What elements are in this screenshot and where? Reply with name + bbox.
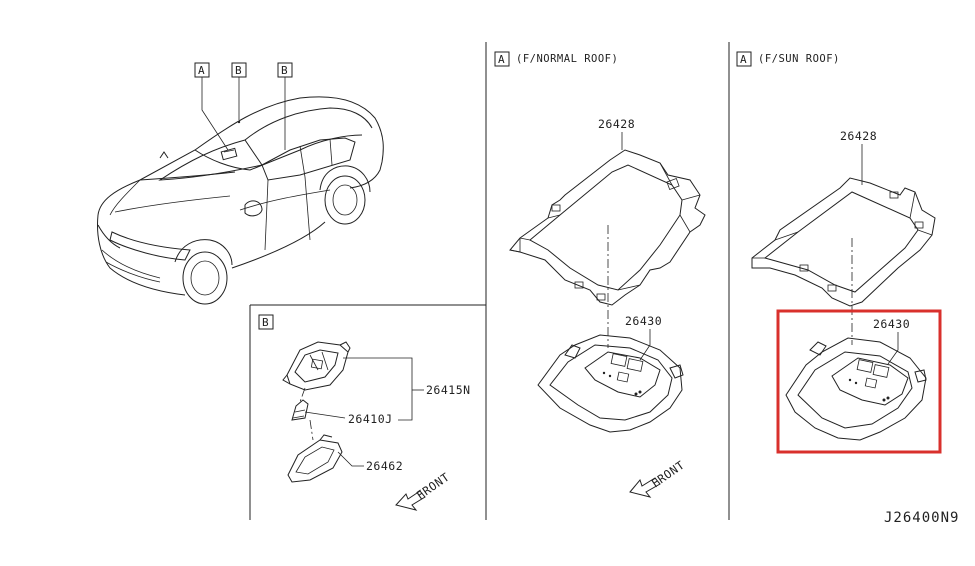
lamp-housing-26415n[interactable] [282,341,351,391]
panel-dividers [249,42,730,520]
svg-text:A: A [198,64,205,77]
svg-text:B: B [281,64,288,77]
part-label-26462: 26462 [366,459,403,473]
normal-roof-title: (F/NORMAL ROOF) [516,53,618,65]
part-label-26430-normal: 26430 [625,314,662,328]
front-label-detail-b: FRONT [414,470,452,503]
svg-text:A: A [740,53,747,66]
lens-cover-26462[interactable] [287,434,343,483]
roof-frame-26428-normal[interactable] [509,149,706,306]
car-body [97,96,384,305]
svg-text:B: B [262,316,269,329]
highlight-box-26430[interactable] [776,309,942,454]
part-label-26410j: 26410J [348,412,393,426]
panel-normal-roof: A (F/NORMAL ROOF) 26428 [494,51,706,498]
diagram-code: J26400N9 [884,510,959,526]
roof-frame-26428-sun[interactable] [751,177,936,307]
callout-a-car[interactable]: A [194,62,210,78]
callout-b-car-2[interactable]: B [277,62,293,78]
svg-text:B: B [235,64,242,77]
callout-a-sun-roof[interactable]: A [736,51,752,67]
sun-roof-title: (F/SUN ROOF) [758,53,840,65]
callout-a-normal-roof[interactable]: A [494,51,510,67]
bulb-26410j[interactable] [291,399,309,421]
part-label-26428-sun: 26428 [840,129,877,143]
front-arrow-normal-roof: FRONT [629,458,687,498]
panel-sun-roof: A (F/SUN ROOF) 26428 [736,51,959,526]
part-label-26428-normal: 26428 [598,117,635,131]
part-label-26430-sun: 26430 [873,317,910,331]
roof-console-26430-sun[interactable] [785,337,927,441]
front-label-normal-roof: FRONT [649,458,687,491]
front-arrow-detail-b: FRONT [395,470,452,511]
panel-detail-b: B 26415N 26410J [258,314,471,511]
car-overview: A B B [97,62,384,305]
svg-text:A: A [498,53,505,66]
callout-b-car-1[interactable]: B [231,62,247,78]
roof-console-26430-normal[interactable] [537,334,684,433]
part-label-26415n: 26415N [426,383,471,397]
callout-b-detail[interactable]: B [258,314,274,330]
